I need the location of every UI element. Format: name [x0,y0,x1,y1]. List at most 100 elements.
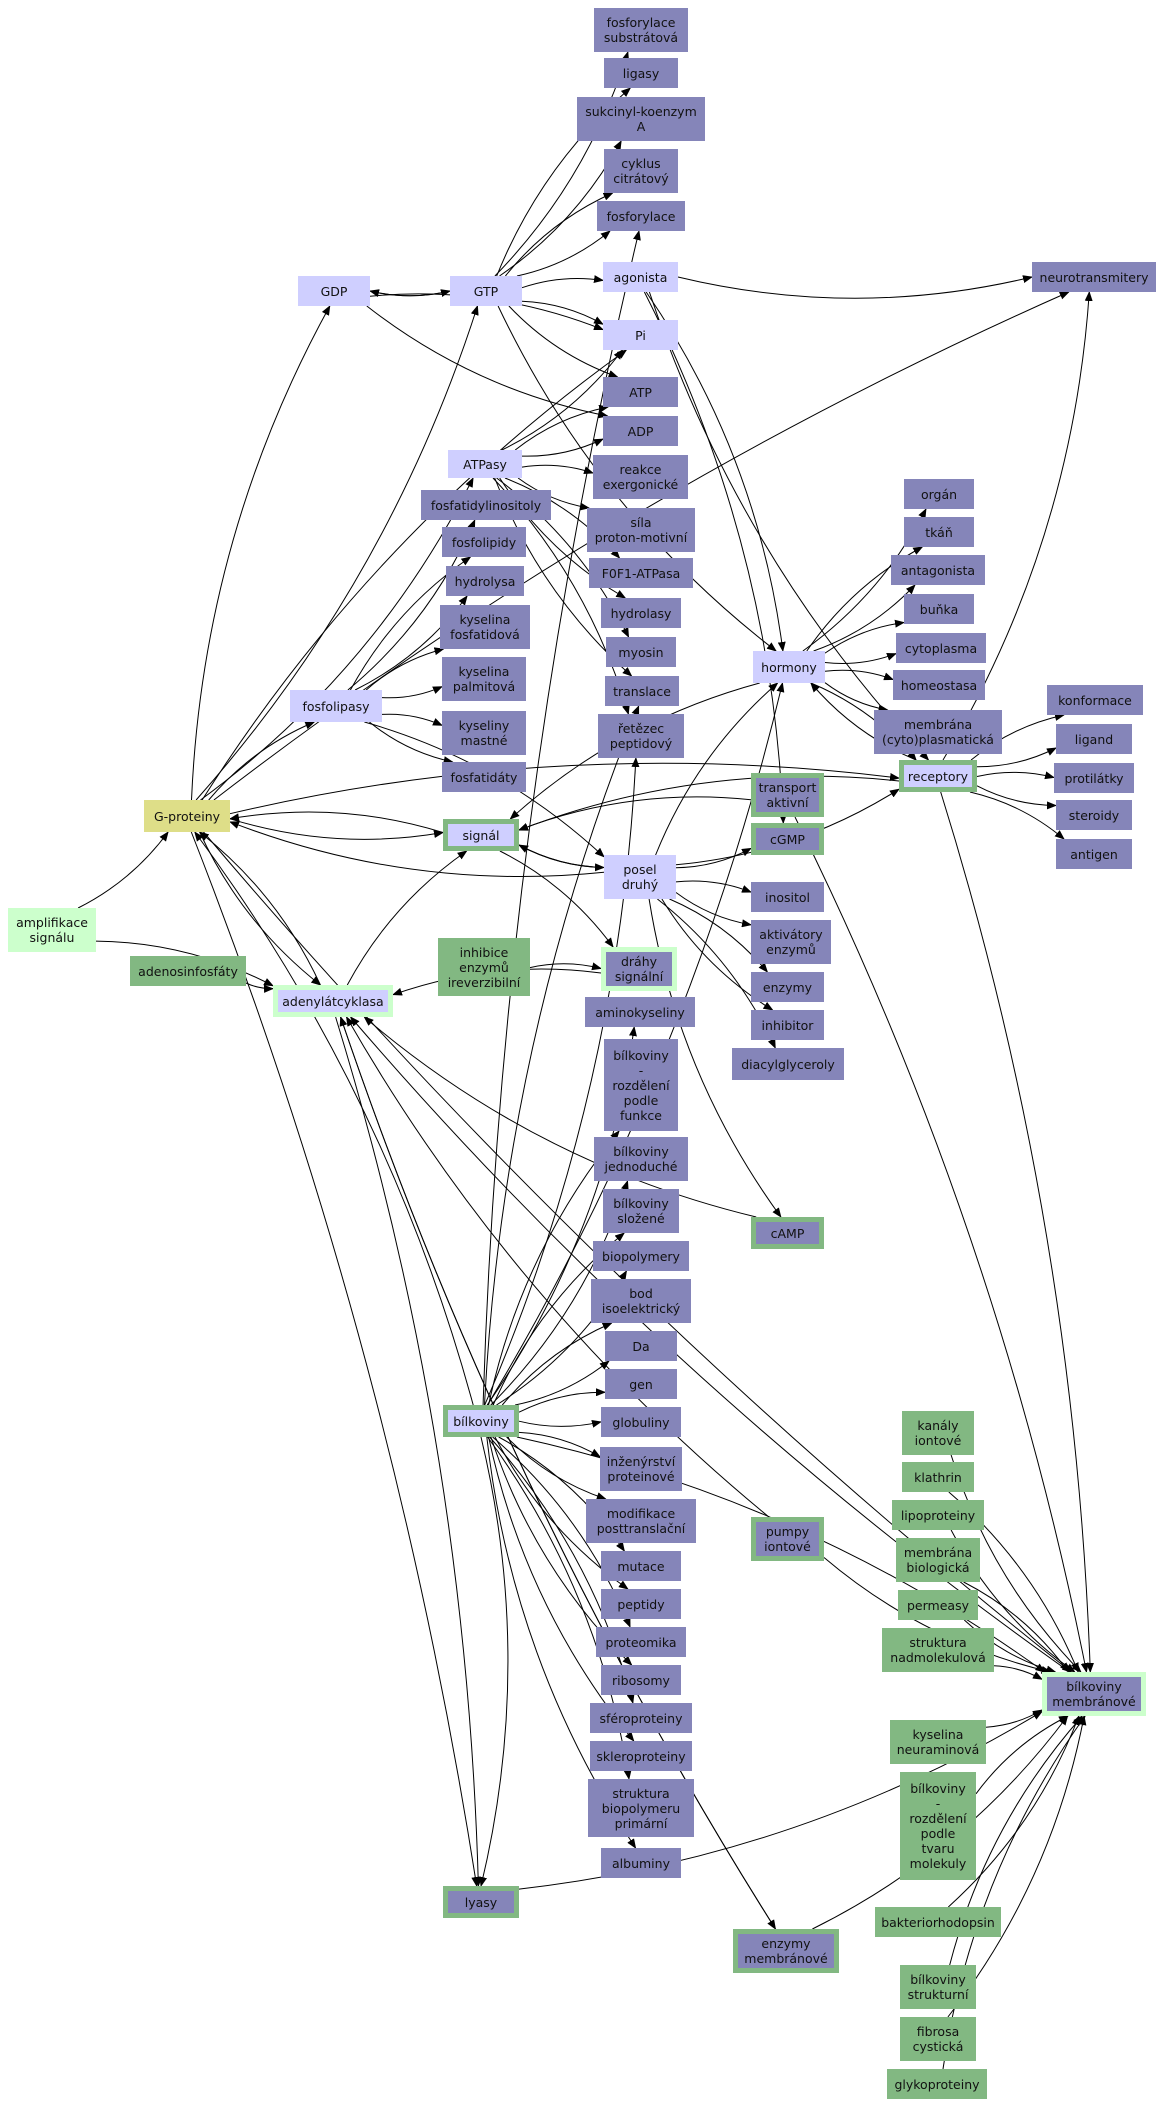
node-cgmp[interactable]: cGMP [751,823,824,855]
node-kyselina-fosfatidova[interactable]: kyselina fosfatidová [440,605,530,649]
node-hydrolasy[interactable]: hydrolasy [601,598,681,628]
node-steroidy[interactable]: steroidy [1056,800,1132,830]
node-bilkoviny[interactable]: bílkoviny [443,1405,519,1437]
node-enzymy[interactable]: enzymy [751,972,824,1002]
node-sferoproteiny[interactable]: sféroproteiny [590,1703,692,1733]
node-organ[interactable]: orgán [904,479,974,509]
node-bilkoviny-membranove[interactable]: bílkoviny membránové [1042,1672,1146,1716]
node-ligand[interactable]: ligand [1056,724,1132,754]
node-adenylatcyklasa[interactable]: adenylátcyklasa [273,985,393,1017]
node-enzymy-membranove[interactable]: enzymy membránové [733,1929,839,1973]
node-retezec-peptidovy[interactable]: řetězec peptidový [598,714,684,758]
node-kanaly-iontove[interactable]: kanály iontové [902,1411,974,1455]
node-adenosinfosfaty[interactable]: adenosinfosfáty [130,956,246,986]
node-pumpy-iontove[interactable]: pumpy iontové [751,1517,824,1561]
node-camp[interactable]: cAMP [751,1217,824,1249]
node-fosfolipasy[interactable]: fosfolipasy [290,690,382,722]
edge-g-proteiny-to-atpasy [200,477,474,801]
node-membrana-cytoplasmaticka[interactable]: membrána (cyto)plasmatická [874,710,1002,754]
edge-atpasy-to-pi [501,349,623,451]
node-aktivatory-enzymu[interactable]: aktivátory enzymů [751,920,831,964]
node-lipoproteiny[interactable]: lipoproteiny [892,1500,984,1530]
node-reakce-exergonicke[interactable]: reakce exergonické [593,455,688,499]
node-cyklus-citratovy[interactable]: cyklus citrátový [604,149,678,193]
node-struktura-biopolymeru-primarni[interactable]: struktura biopolymeru primární [588,1779,694,1837]
node-bilkoviny-rozdeleni-funkce[interactable]: bílkoviny - rozdělení podle funkce [604,1039,678,1131]
edge-fosfolipasy-to-kyselina-fosfatidova [365,647,445,691]
node-bilkoviny-strukturni[interactable]: bílkoviny strukturní [900,1965,976,2009]
node-fosforylace-substratova[interactable]: fosforylace substrátová [594,8,688,52]
edge-bilkoviny-to-gen [518,1388,606,1413]
edge-camp-to-adenylatcyklasa [363,1016,757,1218]
node-inhibice-enzymu-ireverzibilni[interactable]: inhibice enzymů ireverzibilní [438,938,530,996]
node-transport-aktivni[interactable]: transport aktivní [751,773,824,817]
node-hydrolysa[interactable]: hydrolysa [446,566,524,596]
node-fosfatidylinositoly[interactable]: fosfatidylinositoly [421,490,551,520]
node-antigen[interactable]: antigen [1056,839,1132,869]
node-glykoproteiny[interactable]: glykoproteiny [887,2069,987,2099]
node-drahy-signalni[interactable]: dráhy signální [601,947,677,991]
edge-bilkoviny-to-fosforylace [482,230,641,1406]
node-adp[interactable]: ADP [603,416,678,446]
node-pi[interactable]: Pi [603,320,678,350]
node-kyselina-neuraminova[interactable]: kyselina neuraminová [890,1720,986,1764]
node-bilkoviny-jednoduche[interactable]: bílkoviny jednoduché [594,1137,688,1181]
node-inositol[interactable]: inositol [751,882,824,912]
node-bilkoviny-rozdeleni-tvaru[interactable]: bílkoviny - rozdělení podle tvaru moleku… [900,1772,976,1880]
node-homeostasa[interactable]: homeostasa [893,670,985,700]
node-modifikace-posttranslacni[interactable]: modifikace posttranslační [586,1499,696,1543]
node-kyseliny-mastne[interactable]: kyseliny mastné [442,711,526,755]
node-sukcinyl-koenzym-a[interactable]: sukcinyl-koenzym A [577,97,705,141]
node-neurotransmitery[interactable]: neurotransmitery [1032,262,1156,292]
node-konformace[interactable]: konformace [1047,685,1143,715]
node-translace[interactable]: translace [605,676,679,706]
node-klathrin[interactable]: klathrin [902,1462,974,1492]
node-fibrosa-cysticka[interactable]: fibrosa cystická [900,2017,976,2061]
node-g-proteiny[interactable]: G-proteiny [144,800,230,832]
node-bakteriorhodopsin[interactable]: bakteriorhodopsin [875,1907,1001,1937]
node-diacylglyceroly[interactable]: diacylglyceroly [732,1048,844,1080]
node-permeasy[interactable]: permeasy [898,1590,978,1620]
node-lyasy[interactable]: lyasy [443,1886,519,1918]
node-tkan[interactable]: tkáň [904,517,974,547]
node-fosfatidaty[interactable]: fosfatidáty [442,762,526,792]
node-cytoplasma[interactable]: cytoplasma [896,633,986,663]
node-protilatky[interactable]: protilátky [1054,763,1134,793]
node-aminokyseliny[interactable]: aminokyseliny [585,997,695,1027]
node-gtp[interactable]: GTP [450,276,522,306]
node-kyselina-palmitova[interactable]: kyselina palmitová [442,657,526,701]
node-gen[interactable]: gen [605,1369,677,1399]
node-agonista[interactable]: agonista [603,262,678,292]
node-membrana-biologicka[interactable]: membrána biologická [896,1538,980,1582]
node-inzenyrstvi-proteinove[interactable]: inženýrství proteinové [600,1447,682,1491]
node-bunka[interactable]: buňka [904,594,974,624]
node-atpasy[interactable]: ATPasy [448,450,522,478]
node-gdp[interactable]: GDP [298,276,370,306]
node-struktura-nadmolekulova[interactable]: struktura nadmolekulová [882,1628,994,1672]
node-inhibitor[interactable]: inhibitor [751,1010,824,1040]
node-myosin[interactable]: myosin [606,637,676,667]
node-signal[interactable]: signál [443,819,519,851]
node-fosforylace[interactable]: fosforylace [597,201,685,231]
node-da[interactable]: Da [605,1331,677,1361]
node-peptidy[interactable]: peptidy [601,1589,681,1619]
node-ligasy[interactable]: ligasy [604,58,678,88]
node-ribosomy[interactable]: ribosomy [601,1665,681,1695]
node-f0f1-atpasa[interactable]: F0F1-ATPasa [589,558,693,588]
node-hormony[interactable]: hormony [753,651,825,683]
node-skleroproteiny[interactable]: skleroproteiny [590,1741,692,1771]
node-bilkoviny-slozene[interactable]: bílkoviny složené [603,1189,679,1233]
node-proteomika[interactable]: proteomika [596,1627,686,1657]
node-sila-proton-motivni[interactable]: síla proton-motivní [587,508,695,552]
node-globuliny[interactable]: globuliny [601,1407,681,1437]
node-amplifikace-signalu[interactable]: amplifikace signálu [8,908,96,952]
node-bod-isoelektricky[interactable]: bod isoelektrický [591,1279,691,1323]
node-receptory[interactable]: receptory [899,760,977,792]
node-antagonista[interactable]: antagonista [891,555,985,585]
node-posel-druhy[interactable]: posel druhý [604,855,676,899]
node-mutace[interactable]: mutace [601,1551,681,1581]
node-biopolymery[interactable]: biopolymery [593,1241,689,1271]
node-fosfolipidy[interactable]: fosfolipidy [442,527,526,557]
node-albuminy[interactable]: albuminy [601,1848,681,1878]
node-atp[interactable]: ATP [603,377,678,407]
